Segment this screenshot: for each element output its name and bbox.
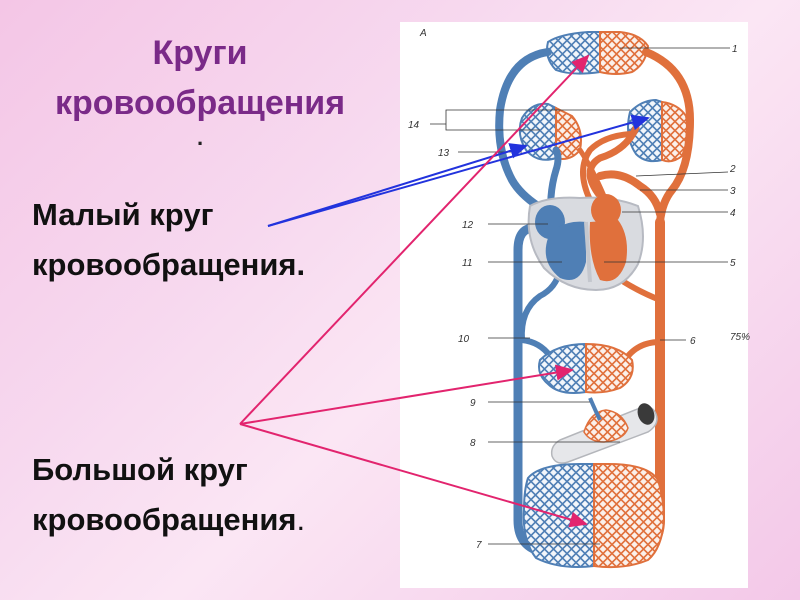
pulmonary-circulation-label: Малый круг кровообращения.	[32, 190, 305, 290]
title-dot: .	[196, 125, 204, 150]
slide-title: Круги кровообращения .	[10, 28, 390, 150]
systemic-label-line-2: кровообращения	[32, 502, 297, 537]
title-line-2: кровообращения	[54, 84, 346, 122]
title-line-1: Круги	[152, 34, 248, 72]
systemic-circulation-label: Большой круг кровообращения.	[32, 445, 305, 545]
systemic-label-tail: .	[296, 502, 306, 537]
systemic-label-line-1: Большой круг	[32, 452, 248, 487]
pulmonary-label-line-2: кровообращения.	[32, 247, 306, 282]
pulmonary-label-line-1: Малый круг	[32, 197, 214, 232]
circulation-diagram-panel	[400, 22, 748, 588]
